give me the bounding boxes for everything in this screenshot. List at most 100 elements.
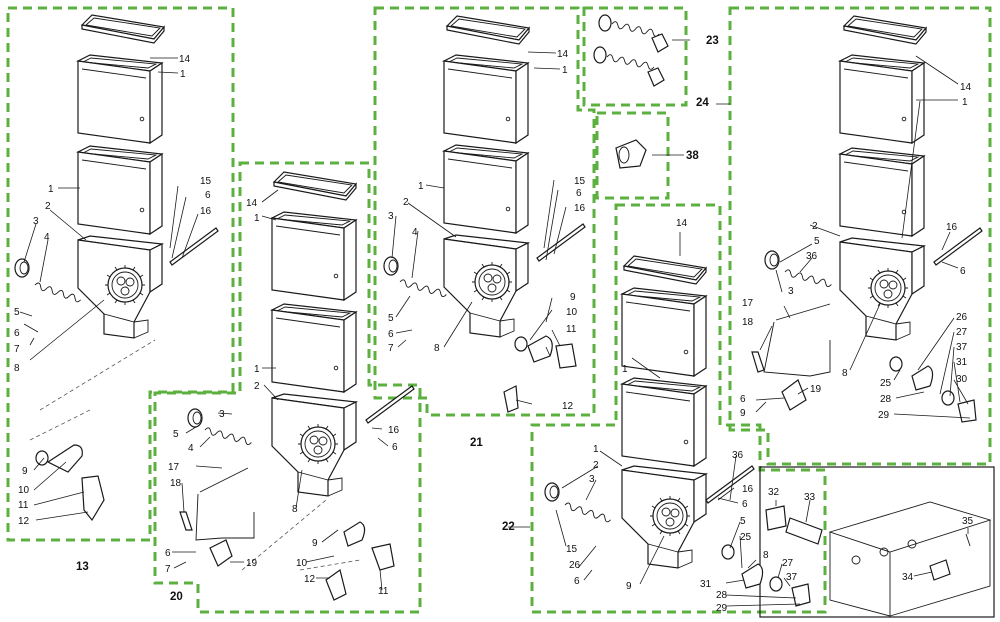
washer-part xyxy=(941,390,955,406)
spring-part xyxy=(783,268,833,288)
nut-part xyxy=(383,256,399,276)
clamp-part xyxy=(615,139,647,169)
callout-g24: 19 xyxy=(810,384,822,395)
callout-g20: 2 xyxy=(254,381,260,392)
callout-g20: 1 xyxy=(254,364,260,375)
lever-part xyxy=(343,521,366,547)
callout-g24: 29 xyxy=(878,410,890,421)
callout-g20: 17 xyxy=(168,462,180,473)
callout-g21: 5 xyxy=(388,313,394,324)
callout-g24: 9 xyxy=(740,408,746,419)
container-part xyxy=(443,144,529,234)
callout-g21: 12 xyxy=(562,401,574,412)
spring-roller-part xyxy=(765,505,787,531)
callout-detail: 32 xyxy=(768,487,780,498)
spring-pin-part xyxy=(751,351,765,373)
linkage-rod-part xyxy=(195,467,255,541)
callout-g22: 26 xyxy=(569,560,581,571)
callout-g22: 25 xyxy=(740,532,752,543)
container-part xyxy=(839,147,925,237)
callout-g24: 5 xyxy=(814,236,820,247)
lid-part xyxy=(623,255,707,285)
callout-g21: 3 xyxy=(388,211,394,222)
nut-part xyxy=(14,258,30,278)
callout-g20: 14 xyxy=(246,198,258,209)
linkage-rod-part xyxy=(763,303,831,377)
group-22-border xyxy=(530,203,827,614)
callout-g13: 11 xyxy=(18,500,29,511)
callout-g13: 4 xyxy=(44,232,50,243)
washer-part xyxy=(769,576,783,592)
callout-g22: 14 xyxy=(676,218,688,229)
group-label-24: 24 xyxy=(696,97,709,109)
callout-g24: 3 xyxy=(788,286,794,297)
callout-detail: 33 xyxy=(804,492,816,503)
container-part xyxy=(271,211,357,301)
nut-part xyxy=(764,250,780,270)
callout-g20: 3 xyxy=(219,409,225,420)
group-label-38: 38 xyxy=(686,150,699,162)
callout-g24: 37 xyxy=(956,342,968,353)
group-label-20: 20 xyxy=(170,591,183,603)
callout-g24: 6 xyxy=(740,394,746,405)
group-20-border xyxy=(153,161,422,614)
callout-g20: 12 xyxy=(304,574,316,585)
tube-part xyxy=(785,517,823,545)
group-21-border xyxy=(373,6,596,417)
group-label-13: 13 xyxy=(76,561,89,573)
fitting-part xyxy=(929,559,951,581)
callout-g22: 6 xyxy=(742,499,748,510)
rod-part xyxy=(536,223,586,262)
callout-g13: 1 xyxy=(180,69,186,80)
callout-g20: 6 xyxy=(165,548,171,559)
auger-assembly-part xyxy=(598,14,669,53)
detail-inset-border xyxy=(759,466,995,618)
callout-g22: 1 xyxy=(593,444,599,455)
callout-g22: 15 xyxy=(566,544,578,555)
callout-g22: 28 xyxy=(716,590,728,601)
callout-g21: 14 xyxy=(557,49,569,60)
bracket-part xyxy=(791,583,811,607)
lid-part xyxy=(273,171,357,201)
bracket-part xyxy=(209,539,233,567)
spring-part xyxy=(563,501,613,524)
group-24-border xyxy=(728,6,992,466)
callout-g24: 2 xyxy=(812,221,818,232)
callout-detail: 34 xyxy=(902,572,914,583)
group-13-border xyxy=(6,6,235,542)
callout-detail: 35 xyxy=(962,516,974,527)
callout-g24: 14 xyxy=(960,82,972,93)
bracket-part xyxy=(957,399,977,423)
callout-g13: 3 xyxy=(33,216,39,227)
callout-g21: 6 xyxy=(576,188,582,199)
callout-g24: 31 xyxy=(956,357,968,368)
callout-g24: 36 xyxy=(806,251,818,262)
callout-g22: 2 xyxy=(593,460,599,471)
callout-labels: 14 1 1 15 6 16 3 2 4 5 6 7 8 9 10 11 12 … xyxy=(14,35,974,614)
callout-g22: 27 xyxy=(782,558,794,569)
callout-g24: 16 xyxy=(946,222,958,233)
group-23-border xyxy=(582,6,688,107)
callout-g24: 30 xyxy=(956,374,968,385)
callout-g20: 1 xyxy=(254,213,260,224)
container-part xyxy=(621,377,707,467)
callout-g22: 3 xyxy=(589,474,595,485)
spring-part xyxy=(398,278,448,298)
rod-part xyxy=(933,227,983,266)
container-part xyxy=(77,145,163,235)
callout-g13: 6 xyxy=(14,328,20,339)
callout-g13: 15 xyxy=(200,176,212,187)
lever-part xyxy=(911,365,934,391)
container-part xyxy=(443,54,529,144)
callout-g21: 7 xyxy=(388,343,394,354)
callout-g20: 18 xyxy=(170,478,182,489)
bracket-part xyxy=(325,568,347,601)
nut-part xyxy=(544,482,560,502)
callout-g13: 14 xyxy=(179,54,191,65)
callout-g13: 7 xyxy=(14,344,20,355)
callout-g24: 8 xyxy=(842,368,848,379)
callout-g13: 16 xyxy=(200,206,212,217)
callout-g21: 9 xyxy=(570,292,576,303)
bushing-part xyxy=(721,544,735,560)
